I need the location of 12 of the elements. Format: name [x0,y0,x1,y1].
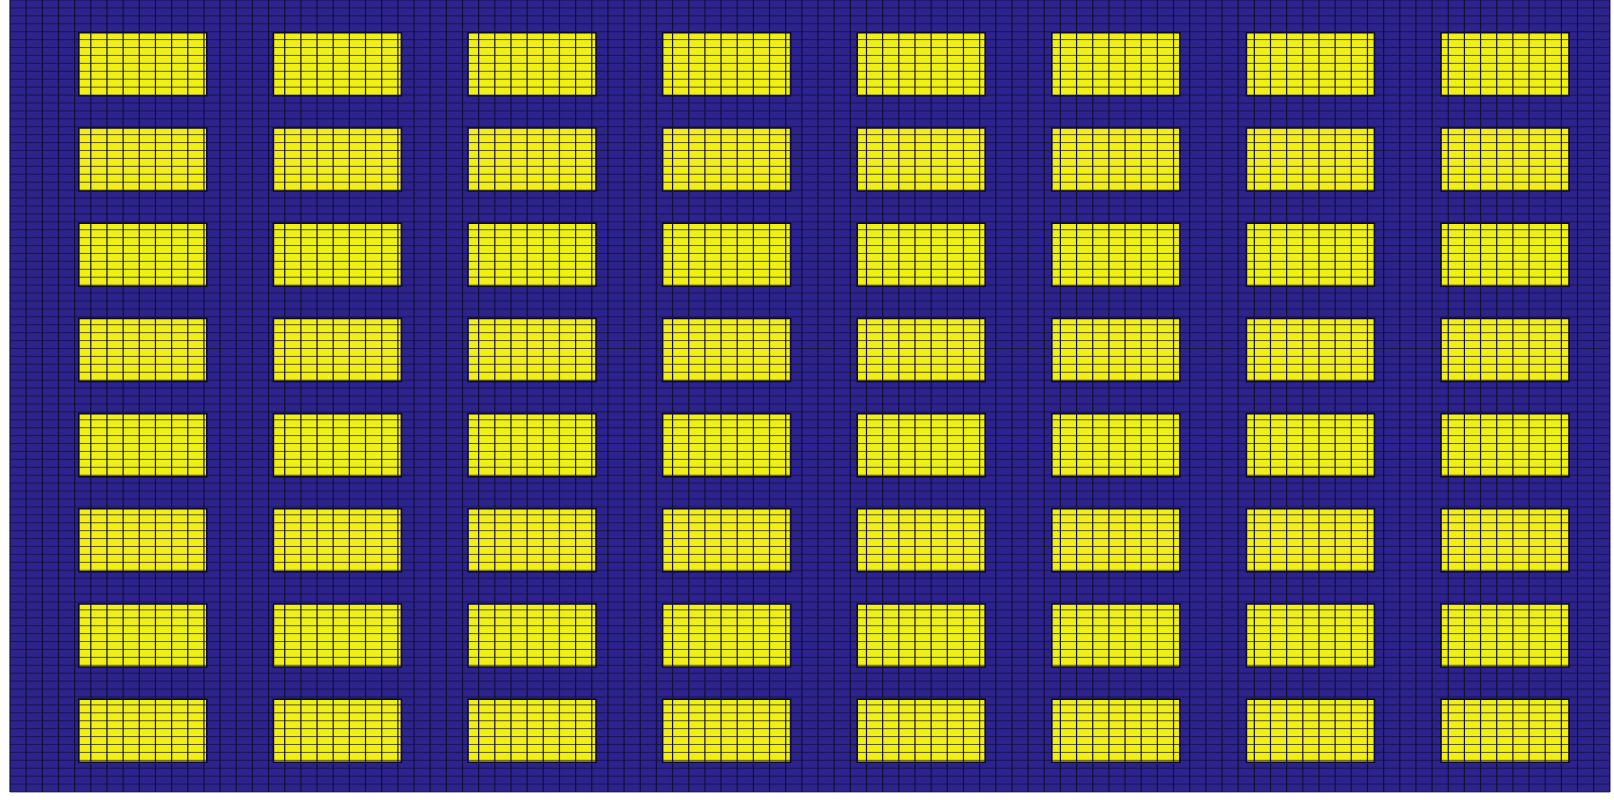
mesh-block [856,603,986,668]
mesh-block [1051,603,1181,668]
mesh-block [78,698,208,763]
mesh-block [661,698,792,763]
mesh-block [1051,698,1181,763]
mesh-block [661,603,792,668]
mesh-block [1440,603,1570,668]
mesh-block [78,603,208,668]
mesh-block [856,698,986,763]
mesh-block [467,698,597,763]
mesh-block [467,603,597,668]
mesh-block [1440,698,1570,763]
